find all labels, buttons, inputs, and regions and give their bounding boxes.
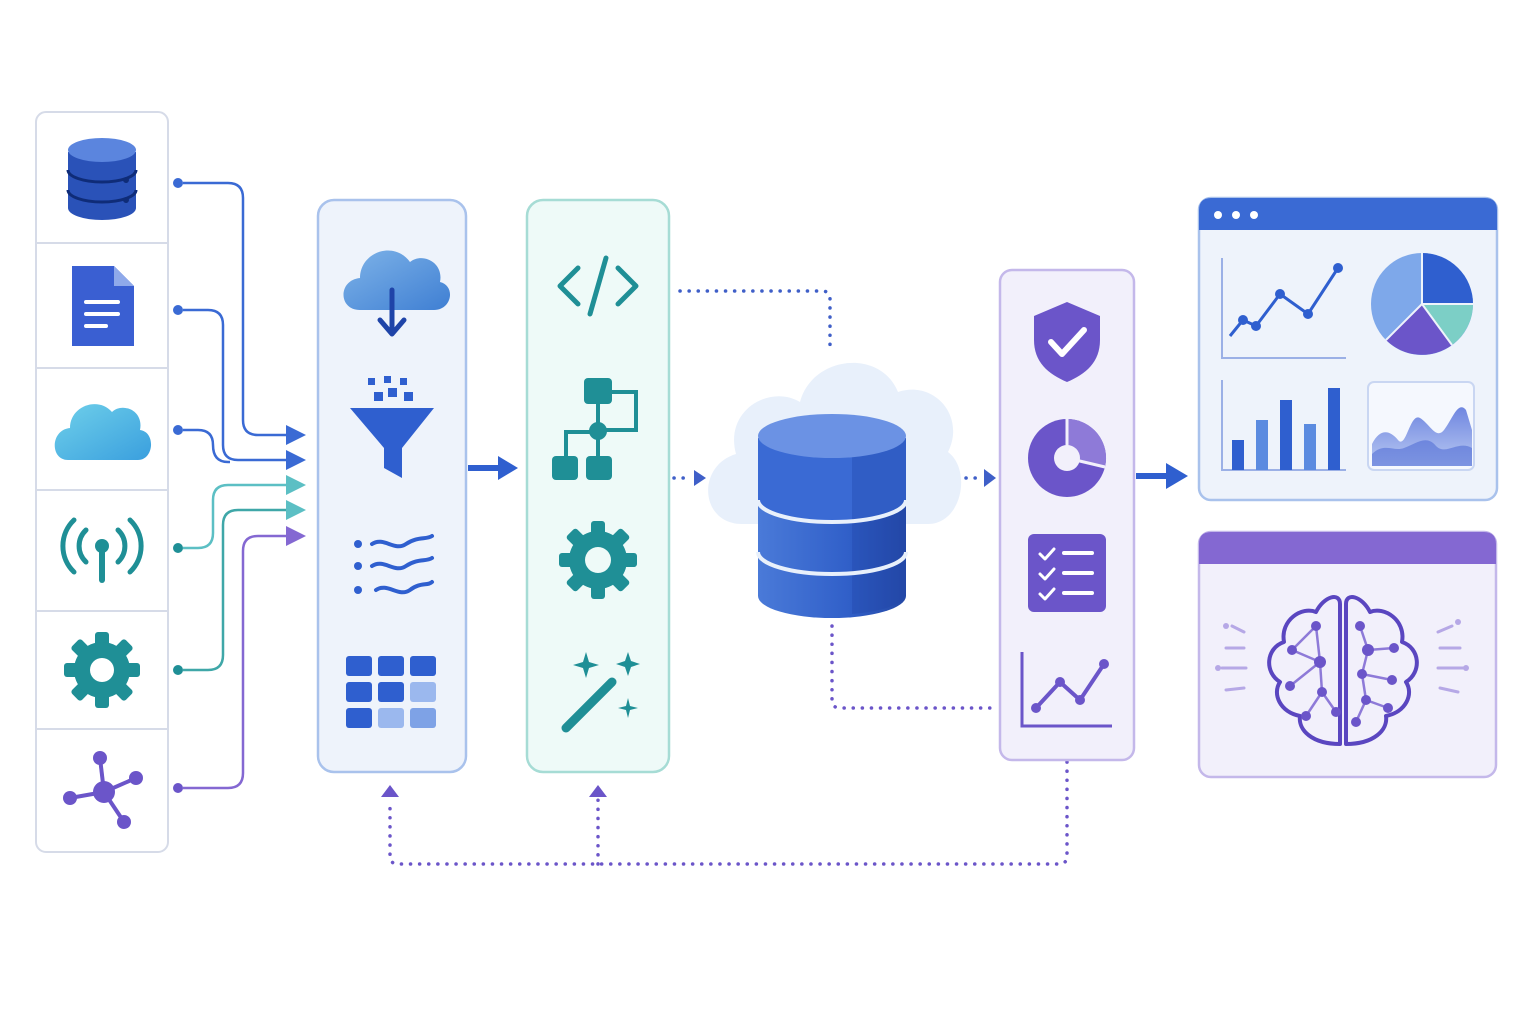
shield-check-icon [1034, 302, 1100, 382]
sources-panel [35, 111, 169, 853]
signal-lines-right [1436, 624, 1466, 694]
document-icon [72, 266, 134, 346]
code-icon [557, 255, 639, 317]
arrow-head-feedback-ingestion [381, 785, 399, 797]
arrow-quality-to-outputs [1136, 463, 1188, 489]
pie-chart-icon [1371, 253, 1473, 355]
workflow-icon [552, 378, 638, 480]
transformation-panel [525, 198, 671, 774]
cloud-download-icon [343, 250, 451, 337]
arrow-head-feedback-transform [589, 785, 607, 797]
connector-cloud [173, 425, 230, 464]
arrow-head-storage-to-quality [984, 469, 996, 487]
line-chart-icon [1221, 258, 1346, 359]
filter-funnel-icon [350, 376, 434, 478]
quality-panel [998, 268, 1136, 762]
signal-lines-left [1220, 624, 1248, 692]
gear-icon [64, 632, 140, 708]
dotted-connectors [388, 289, 1069, 866]
data-stream-icon [354, 534, 434, 595]
cloud-database-icon [708, 362, 962, 618]
checklist-icon [1028, 534, 1106, 612]
connector-database [173, 178, 306, 445]
connector-document [173, 305, 306, 470]
magic-wand-icon [561, 652, 640, 733]
bar-chart-icon [1221, 380, 1346, 471]
connector-gear [173, 500, 306, 675]
arrow-ingestion-to-transform [468, 456, 518, 480]
line-chart-icon [1020, 652, 1112, 728]
brain-network-icon [1215, 595, 1469, 746]
arrow-head-transform-to-storage [694, 470, 706, 486]
feedback-loop [388, 760, 1069, 866]
database-icon [66, 138, 138, 220]
source-connectors [173, 178, 306, 793]
ingestion-panel [316, 198, 468, 774]
gear-icon [559, 521, 637, 599]
window-dots [1214, 211, 1258, 219]
area-chart-icon [1367, 381, 1475, 471]
connector-transform-to-storage-top [678, 289, 832, 354]
connector-antenna [173, 475, 306, 553]
connector-storage-to-quality-bottom [830, 624, 996, 710]
data-grid-icon [346, 656, 436, 728]
pie-chart-icon [1028, 418, 1107, 497]
antenna-icon [60, 517, 144, 583]
cloud-icon [54, 404, 152, 460]
network-graph-icon [63, 751, 143, 829]
connector-network [173, 526, 306, 793]
